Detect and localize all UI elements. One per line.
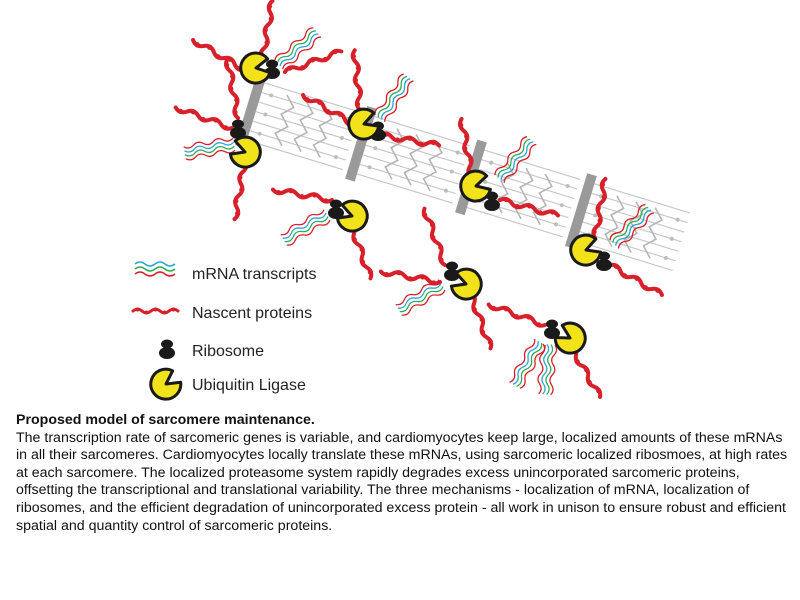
sarcomere-maintenance-diagram: mRNA transcripts Nascent proteins Riboso… — [131, 0, 691, 407]
mrna-transcripts — [372, 72, 416, 124]
mrna-transcripts — [536, 343, 558, 396]
mrna-transcripts — [182, 135, 236, 162]
mrna-transcripts — [279, 207, 332, 248]
nascent-protein — [485, 298, 549, 332]
mrna-transcripts — [273, 25, 323, 72]
ribosome-icon — [159, 339, 175, 359]
legend-item-ribosome: Ribosome — [159, 339, 264, 360]
legend: mRNA transcripts Nascent proteins Riboso… — [131, 261, 316, 407]
translation-cluster — [188, 0, 345, 87]
nascent-protein — [172, 101, 236, 135]
legend-item-nascent: Nascent proteins — [131, 305, 312, 322]
ubiquitin-ligase-icon — [226, 131, 266, 173]
nascent-protein — [270, 183, 335, 207]
ubiquitin-ligase-icon — [143, 362, 187, 407]
legend-item-ligase: Ubiquitin Ligase — [143, 362, 306, 407]
figure-caption: Proposed model of sarcomere maintenance.… — [16, 412, 788, 535]
legend-label: Ribosome — [192, 343, 264, 360]
caption-body: The transcription rate of sarcomeric gen… — [16, 429, 788, 534]
ubiquitin-ligase-icon — [236, 49, 273, 87]
mrna-transcripts-icon — [134, 261, 176, 277]
legend-label: mRNA transcripts — [192, 266, 316, 283]
nascent-protein — [348, 47, 367, 113]
translation-cluster — [378, 205, 497, 352]
ribosome-icon — [544, 319, 560, 339]
nascent-protein — [418, 205, 452, 269]
caption-title: Proposed model of sarcomere maintenance. — [16, 412, 315, 428]
legend-label: Ubiquitin Ligase — [192, 377, 306, 394]
z-disc — [565, 173, 597, 249]
nascent-protein — [378, 265, 443, 289]
legend-label: Nascent proteins — [192, 305, 312, 322]
translation-cluster — [485, 298, 606, 402]
nascent-protein-icon — [131, 306, 180, 316]
nascent-protein — [605, 259, 667, 301]
nascent-protein — [188, 34, 250, 76]
nascent-protein — [255, 0, 279, 63]
legend-item-mrna: mRNA transcripts — [134, 261, 316, 283]
